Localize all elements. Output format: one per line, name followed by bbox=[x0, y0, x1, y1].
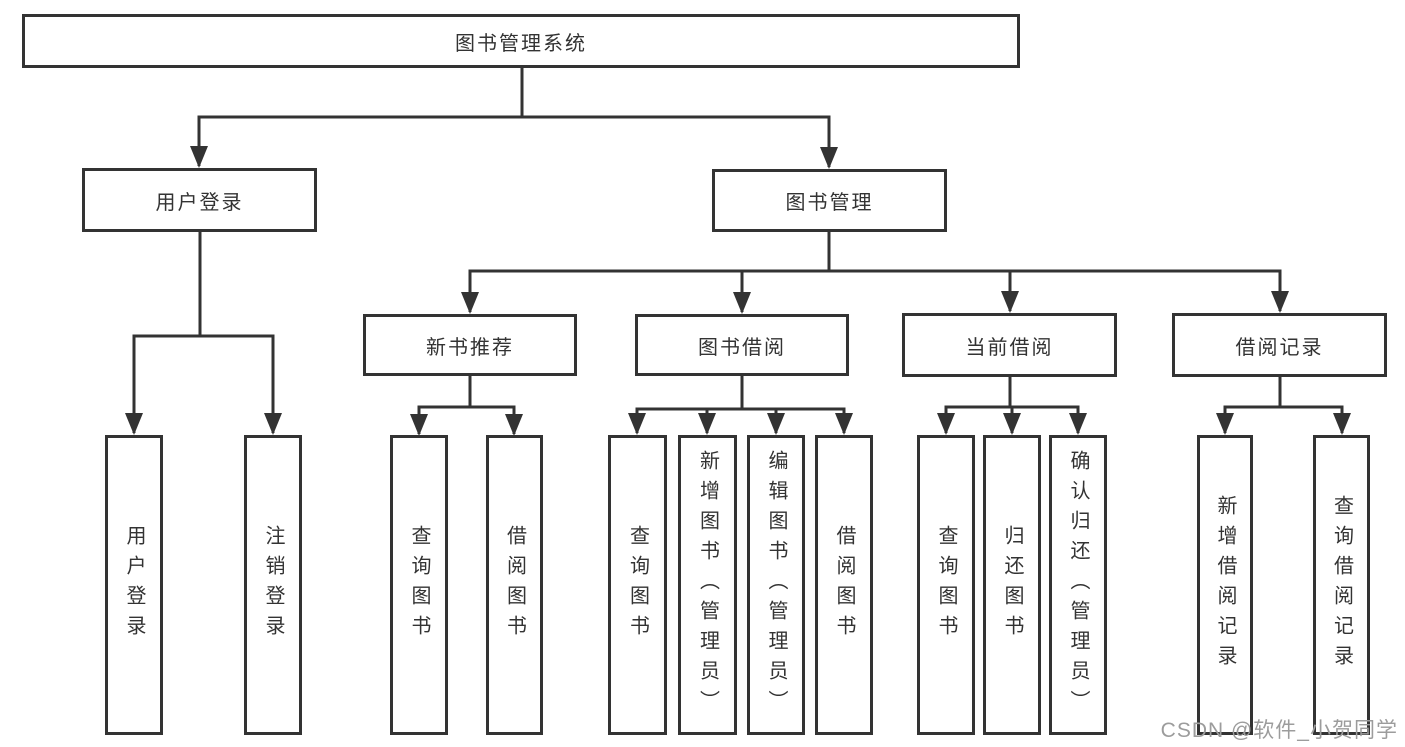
edge-root-split bbox=[197, 115, 831, 167]
node-current-borrow-label: 当前借阅 bbox=[965, 336, 1054, 359]
edge-mgmt-split bbox=[468, 269, 1282, 312]
leaf-borrow-add-book: 新增图书（管理员） bbox=[678, 435, 737, 735]
leaf-current-return-book: 归还图书 bbox=[983, 435, 1041, 735]
leaf-current-query-book-label: 查询图书 bbox=[935, 525, 957, 645]
leaf-recommend-borrow-book-label: 借阅图书 bbox=[503, 525, 526, 645]
leaf-record-add: 新增借阅记录 bbox=[1197, 435, 1253, 735]
node-user-login: 用户登录 bbox=[82, 168, 317, 232]
leaf-record-query-label: 查询借阅记录 bbox=[1330, 495, 1353, 675]
node-root-label: 图书管理系统 bbox=[455, 32, 587, 55]
node-new-book-recommend: 新书推荐 bbox=[363, 314, 577, 376]
watermark: CSDN @软件_小贺同学 bbox=[1160, 719, 1398, 742]
leaf-borrow-query-book-label: 查询图书 bbox=[626, 525, 649, 645]
leaf-record-query: 查询借阅记录 bbox=[1313, 435, 1370, 735]
leaf-borrow-add-book-label: 新增图书（管理员） bbox=[696, 450, 719, 720]
edge-borrow-split bbox=[635, 407, 846, 433]
leaf-borrow-query-book: 查询图书 bbox=[608, 435, 667, 735]
leaf-current-return-book-label: 归还图书 bbox=[1001, 525, 1023, 645]
edge-record-split bbox=[1223, 405, 1344, 433]
edge-recommend-split bbox=[417, 405, 516, 434]
leaf-borrow-edit-book: 编辑图书（管理员） bbox=[747, 435, 805, 735]
leaf-recommend-borrow-book: 借阅图书 bbox=[486, 435, 543, 735]
leaf-borrow-borrow-book-label: 借阅图书 bbox=[833, 525, 855, 645]
leaf-logout: 注销登录 bbox=[244, 435, 302, 735]
leaf-current-query-book: 查询图书 bbox=[917, 435, 975, 735]
leaf-recommend-query-book-label: 查询图书 bbox=[408, 525, 430, 645]
leaf-recommend-query-book: 查询图书 bbox=[390, 435, 448, 735]
leaf-current-confirm-return-label: 确认归还（管理员） bbox=[1067, 450, 1089, 720]
leaf-user-login-label: 用户登录 bbox=[123, 525, 145, 645]
node-book-borrow: 图书借阅 bbox=[635, 314, 849, 376]
node-current-borrow: 当前借阅 bbox=[902, 313, 1117, 377]
leaf-current-confirm-return: 确认归还（管理员） bbox=[1049, 435, 1107, 735]
leaf-borrow-borrow-book: 借阅图书 bbox=[815, 435, 873, 735]
arrowheads bbox=[125, 146, 1351, 436]
node-new-book-recommend-label: 新书推荐 bbox=[426, 336, 514, 359]
node-root: 图书管理系统 bbox=[22, 14, 1020, 68]
leaf-user-login: 用户登录 bbox=[105, 435, 163, 735]
node-borrow-record: 借阅记录 bbox=[1172, 313, 1387, 377]
leaf-logout-label: 注销登录 bbox=[262, 525, 284, 645]
node-book-management: 图书管理 bbox=[712, 169, 947, 232]
node-book-borrow-label: 图书借阅 bbox=[698, 336, 786, 359]
node-book-management-label: 图书管理 bbox=[785, 192, 874, 214]
leaf-record-add-label: 新增借阅记录 bbox=[1214, 495, 1236, 675]
edge-login-split bbox=[132, 334, 275, 433]
node-user-login-label: 用户登录 bbox=[155, 191, 244, 214]
node-borrow-record-label: 借阅记录 bbox=[1235, 336, 1324, 359]
leaf-borrow-edit-book-label: 编辑图书（管理员） bbox=[765, 450, 787, 720]
